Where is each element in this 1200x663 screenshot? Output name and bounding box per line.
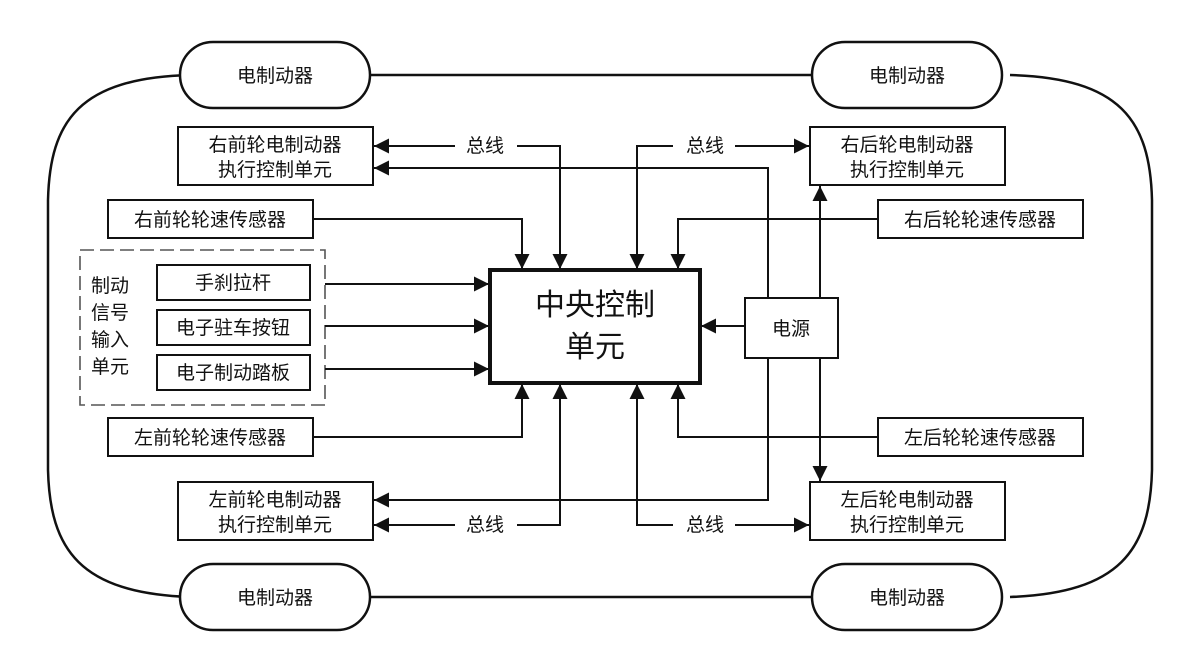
actuator-rear-left: 左后轮电制动器 执行控制单元 <box>809 481 1006 541</box>
brake-rear-right-label: 电制动器 <box>869 65 945 87</box>
bus-label-top-right: 总线 <box>686 135 724 157</box>
actuator-front-right-line1: 右前轮电制动器 <box>208 134 341 156</box>
power-to-fl-actuator <box>374 357 769 508</box>
power-to-fr-actuator <box>374 160 769 299</box>
actuator-rear-right-line1: 右后轮电制动器 <box>840 134 973 156</box>
sensor-front-left-label: 左前轮轮速传感器 <box>134 427 286 449</box>
bus-label-bottom-left: 总线 <box>466 514 504 536</box>
sensor-fl-to-central <box>314 384 530 438</box>
input-epb-button-label: 电子驻车按钮 <box>176 317 290 339</box>
input-brake-pedal: 电子制动踏板 <box>156 354 311 391</box>
sensor-rr-to-central <box>670 218 877 269</box>
bus-wire-br-left <box>629 384 673 526</box>
sensor-rear-right: 右后轮轮速传感器 <box>877 199 1084 239</box>
actuator-front-left: 左前轮电制动器 执行控制单元 <box>177 481 374 541</box>
central-control-unit-line2: 单元 <box>565 330 625 365</box>
bus-wire-bl-right <box>517 384 568 526</box>
actuator-front-left-line2: 执行控制单元 <box>218 514 332 536</box>
sensor-front-right: 右前轮轮速传感器 <box>107 199 314 239</box>
actuator-rear-left-line1: 左后轮电制动器 <box>840 489 973 511</box>
vehicle-outline-right <box>1009 73 1154 599</box>
power-supply-label: 电源 <box>772 318 810 340</box>
brake-rear-right: 电制动器 <box>810 40 1004 110</box>
brake-rear-left-label: 电制动器 <box>869 587 945 609</box>
sensor-front-right-label: 右前轮轮速传感器 <box>134 209 286 231</box>
actuator-front-left-line1: 左前轮电制动器 <box>208 489 341 511</box>
sensor-front-left: 左前轮轮速传感器 <box>107 417 314 457</box>
central-control-unit-line1: 中央控制 <box>535 288 655 323</box>
bus-wire-tr-left <box>629 145 673 269</box>
power-supply: 电源 <box>744 297 839 359</box>
sensor-fr-to-central <box>314 218 530 269</box>
brake-front-right: 电制动器 <box>178 40 372 110</box>
brake-front-right-label: 电制动器 <box>237 65 313 87</box>
signal-input-label-2: 信号 <box>91 302 129 324</box>
bus-wire-tl-right <box>517 145 568 269</box>
actuator-rear-right: 右后轮电制动器 执行控制单元 <box>809 126 1006 186</box>
actuator-front-right-line2: 执行控制单元 <box>218 159 332 181</box>
signal-input-label-4: 单元 <box>91 356 129 378</box>
sensor-rl-to-central <box>670 384 877 438</box>
brake-rear-left: 电制动器 <box>810 562 1004 632</box>
sensor-rear-left: 左后轮轮速传感器 <box>877 417 1084 457</box>
brake-front-left-label: 电制动器 <box>237 587 313 609</box>
input-handbrake-lever-label: 手刹拉杆 <box>195 272 271 294</box>
actuator-rear-left-line2: 执行控制单元 <box>850 514 964 536</box>
signal-input-group <box>79 249 326 406</box>
vehicle-outline <box>46 73 191 599</box>
input-brake-pedal-label: 电子制动踏板 <box>176 362 290 384</box>
input-handbrake-lever: 手刹拉杆 <box>156 264 311 301</box>
bus-label-top-left: 总线 <box>466 135 504 157</box>
bus-label-bottom-right: 总线 <box>686 514 724 536</box>
signal-input-label-3: 输入 <box>91 329 129 351</box>
input-epb-button: 电子驻车按钮 <box>156 309 311 346</box>
sensor-rear-left-label: 左后轮轮速传感器 <box>904 427 1056 449</box>
brake-front-left: 电制动器 <box>178 562 372 632</box>
sensor-rear-right-label: 右后轮轮速传感器 <box>904 209 1056 231</box>
actuator-rear-right-line2: 执行控制单元 <box>850 159 964 181</box>
central-control-unit: 中央控制 单元 <box>488 268 702 385</box>
signal-input-label-1: 制动 <box>91 275 129 297</box>
actuator-front-right: 右前轮电制动器 执行控制单元 <box>177 126 374 186</box>
